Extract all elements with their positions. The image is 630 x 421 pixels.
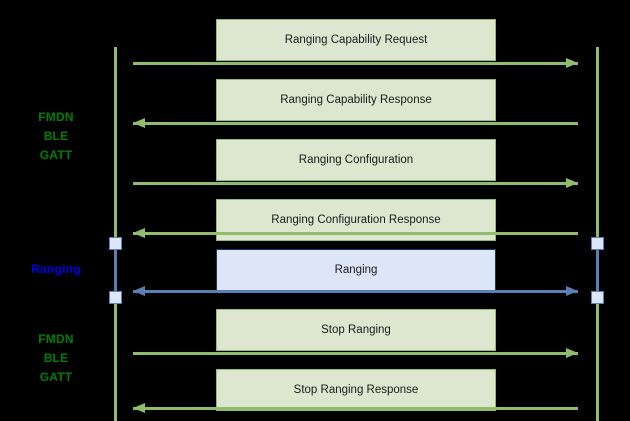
message-arrow-stop-ranging-response xyxy=(133,403,578,414)
arrowhead-left-icon xyxy=(133,118,145,128)
message-box-ranging: Ranging xyxy=(216,249,496,291)
arrow-shaft xyxy=(133,352,578,355)
activation-marker-left-start xyxy=(109,237,122,250)
arrow-shaft xyxy=(133,232,578,235)
phase-label-line: BLE xyxy=(43,351,69,365)
arrowhead-right-icon xyxy=(566,348,578,358)
message-arrow-ranging-capability-response xyxy=(133,118,578,129)
phase-label-line: BLE xyxy=(43,129,69,143)
message-label: Ranging xyxy=(334,264,378,276)
arrow-shaft xyxy=(133,62,578,65)
arrowhead-left-icon xyxy=(133,403,145,413)
message-box-stop-ranging: Stop Ranging xyxy=(216,309,496,351)
message-label: Ranging Configuration xyxy=(298,154,414,166)
message-label: Stop Ranging xyxy=(321,324,391,336)
phase-label-line: FMDN xyxy=(38,110,74,124)
message-label: Ranging Configuration Response xyxy=(271,214,441,226)
lifeline-left xyxy=(114,47,117,421)
phase-label-ranging: Ranging xyxy=(8,260,104,279)
message-box-ranging-configuration: Ranging Configuration xyxy=(216,139,496,181)
phase-label-line: GATT xyxy=(39,370,73,384)
message-box-stop-ranging-response: Stop Ranging Response xyxy=(216,369,496,411)
activation-line-right xyxy=(596,243,599,303)
phase-label-line: FMDN xyxy=(38,332,74,346)
phase-label-line: Ranging xyxy=(31,262,81,276)
arrowhead-left-icon xyxy=(133,286,145,296)
arrowhead-right-icon xyxy=(566,178,578,188)
activation-line-left xyxy=(114,243,117,303)
arrow-shaft xyxy=(133,122,578,125)
arrow-shaft xyxy=(133,182,578,185)
message-label: Ranging Capability Response xyxy=(280,94,432,106)
phase-label-fmdn-ble-gatt-bottom: FMDN BLE GATT xyxy=(8,330,104,387)
phase-label-line: GATT xyxy=(39,148,73,162)
message-label: Ranging Capability Request xyxy=(284,34,428,46)
arrowhead-left-icon xyxy=(133,228,145,238)
arrow-shaft xyxy=(133,290,578,293)
activation-marker-left-end xyxy=(109,291,122,304)
message-arrow-ranging-configuration xyxy=(133,178,578,189)
arrow-shaft xyxy=(133,407,578,410)
phase-label-fmdn-ble-gatt-top: FMDN BLE GATT xyxy=(8,108,104,165)
message-label: Stop Ranging Response xyxy=(293,384,419,396)
message-arrow-ranging-capability-request xyxy=(133,58,578,69)
message-arrow-ranging-configuration-response xyxy=(133,228,578,239)
arrowhead-right-icon xyxy=(566,286,578,296)
message-box-ranging-capability-request: Ranging Capability Request xyxy=(216,19,496,61)
message-arrow-ranging-bidirectional xyxy=(133,286,578,297)
activation-marker-right-end xyxy=(591,291,604,304)
message-box-ranging-capability-response: Ranging Capability Response xyxy=(216,79,496,121)
lifeline-right xyxy=(596,47,599,421)
arrowhead-right-icon xyxy=(566,58,578,68)
activation-marker-right-start xyxy=(591,237,604,250)
message-arrow-stop-ranging xyxy=(133,348,578,359)
